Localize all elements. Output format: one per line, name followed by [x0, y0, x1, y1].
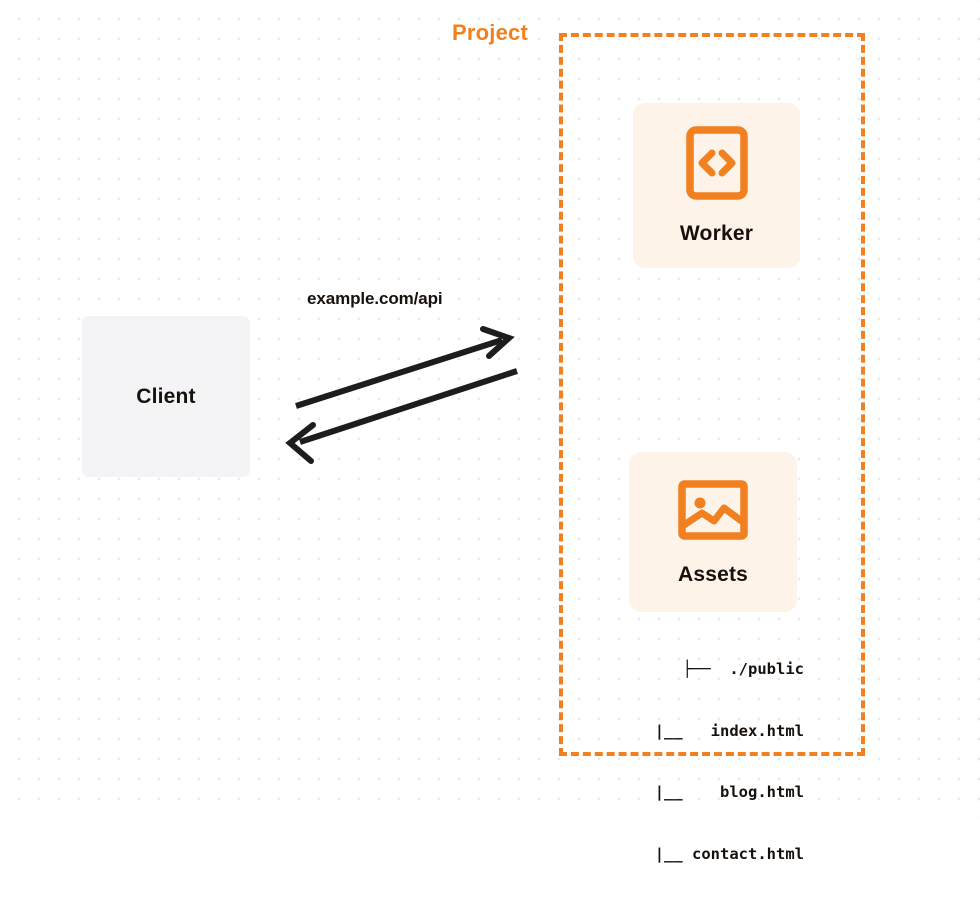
image-picture-icon [678, 480, 748, 545]
assets-node[interactable]: Assets [629, 452, 797, 612]
connection-label: example.com/api [307, 289, 443, 308]
project-boundary [559, 33, 865, 756]
code-brackets-icon [685, 126, 748, 205]
worker-node[interactable]: Worker [633, 103, 800, 268]
request-arrow-icon [295, 326, 515, 409]
response-arrow-icon [285, 368, 518, 464]
client-label: Client [136, 384, 196, 408]
worker-label: Worker [679, 222, 754, 245]
assets-file-tree: ├── ./public |__ index.html |__ blog.htm… [608, 618, 804, 905]
tree-line-root: ├── ./public [682, 660, 804, 678]
tree-line-blog: |__ blog.html [654, 783, 804, 801]
client-node[interactable]: Client [82, 316, 250, 477]
tree-line-index: |__ index.html [654, 721, 804, 740]
project-label: Project [445, 20, 535, 46]
assets-label: Assets [677, 563, 749, 586]
diagram-canvas: Client example.com/api Project Worker [0, 0, 980, 863]
tree-line-contact: |__ contact.html [654, 844, 804, 863]
